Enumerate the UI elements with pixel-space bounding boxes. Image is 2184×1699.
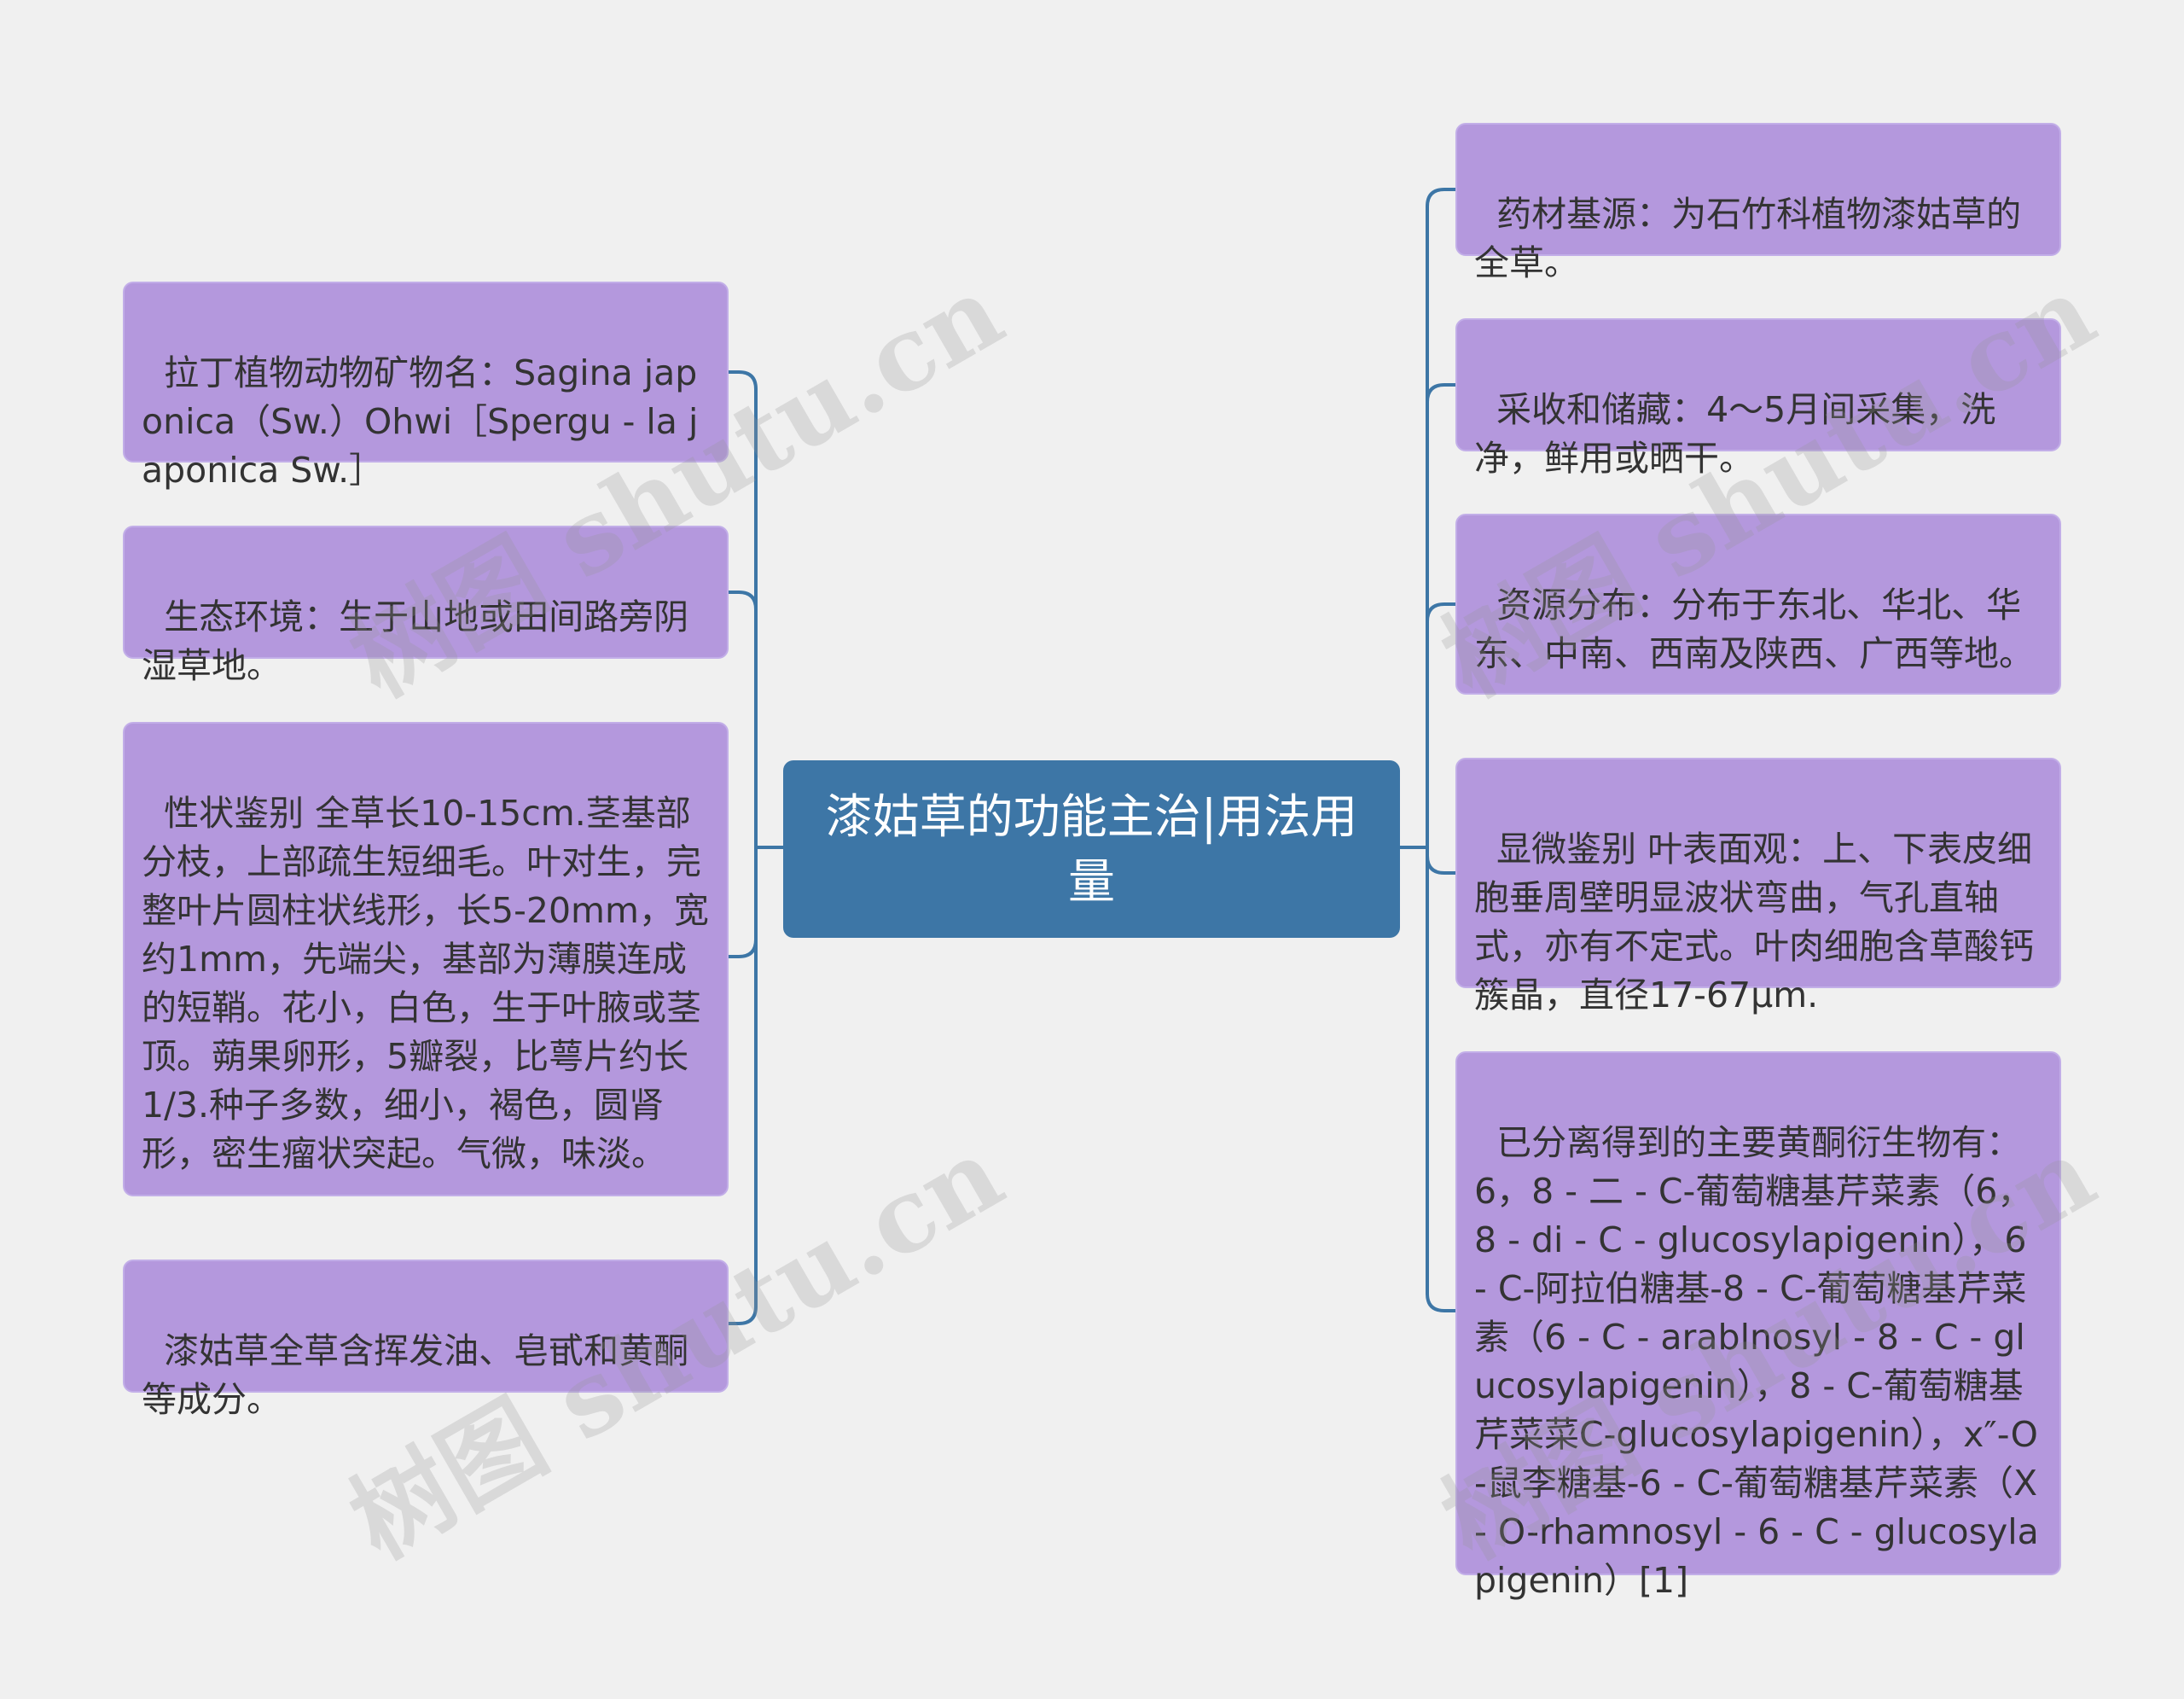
right-topic-flavonoids[interactable]: 已分离得到的主要黄酮衍生物有：6，8 - 二 - C-葡萄糖基芹菜素（6，8 -… xyxy=(1455,1051,2061,1601)
left-topic-habitat-text: 生态环境：生于山地或田间路旁阴湿草地。 xyxy=(142,596,689,686)
left-topic-identification-text: 性状鉴别 全草长10-15cm.茎基部分枝，上部疏生短细毛。叶对生，完整叶片圆柱… xyxy=(142,793,709,1174)
connector-right-5 xyxy=(1426,1292,1457,1312)
connector-right-3 xyxy=(1426,602,1457,623)
connector-left-4 xyxy=(727,1305,758,1325)
right-topic-source[interactable]: 药材基源：为石竹科植物漆姑草的全草。 xyxy=(1455,123,2061,283)
left-topic-identification[interactable]: 性状鉴别 全草长10-15cm.茎基部分枝，上部疏生短细毛。叶对生，完整叶片圆柱… xyxy=(123,722,729,1196)
left-topic-components-text: 漆姑草全草含挥发油、皂甙和黄酮等成分。 xyxy=(142,1330,689,1420)
left-topic-habitat[interactable]: 生态环境：生于山地或田间路旁阴湿草地。 xyxy=(123,526,729,686)
connector-right-1 xyxy=(1426,188,1457,208)
right-topic-harvest-text: 采收和储藏：4～5月间采集，洗净，鲜用或晒干。 xyxy=(1474,389,1996,479)
right-topic-flavonoids-text: 已分离得到的主要黄酮衍生物有：6，8 - 二 - C-葡萄糖基芹菜素（6，8 -… xyxy=(1474,1122,2049,1601)
left-topic-latin-name[interactable]: 拉丁植物动物矿物名：Sagina japonica（Sw.）Ohwi［Sperg… xyxy=(123,282,729,491)
right-topic-microscopy-text: 显微鉴别 叶表面观：上、下表皮细胞垂周壁明显波状弯曲，气孔直轴式，亦有不定式。叶… xyxy=(1474,829,2034,1015)
right-topic-microscopy[interactable]: 显微鉴别 叶表面观：上、下表皮细胞垂周壁明显波状弯曲，气孔直轴式，亦有不定式。叶… xyxy=(1455,758,2061,1015)
right-topic-distribution-text: 资源分布：分布于东北、华北、华东、中南、西南及陕西、广西等地。 xyxy=(1474,585,2034,674)
connector-right-4 xyxy=(1426,854,1457,875)
right-topic-source-text: 药材基源：为石竹科植物漆姑草的全草。 xyxy=(1474,194,2022,283)
left-topic-latin-name-text: 拉丁植物动物矿物名：Sagina japonica（Sw.）Ohwi［Sperg… xyxy=(142,352,699,491)
left-topic-components[interactable]: 漆姑草全草含挥发油、皂甙和黄酮等成分。 xyxy=(123,1260,729,1420)
connector-right-2 xyxy=(1426,383,1457,404)
connector-left-3 xyxy=(727,938,758,958)
connector-left-1 xyxy=(727,370,758,391)
right-topic-harvest[interactable]: 采收和储藏：4～5月间采集，洗净，鲜用或晒干。 xyxy=(1455,318,2061,479)
connector-left-2 xyxy=(727,591,758,611)
root-topic[interactable]: 漆姑草的功能主治|用法用量 xyxy=(783,760,1400,938)
root-topic-title: 漆姑草的功能主治|用法用量 xyxy=(825,789,1358,909)
right-topic-distribution[interactable]: 资源分布：分布于东北、华北、华东、中南、西南及陕西、广西等地。 xyxy=(1455,514,2061,695)
